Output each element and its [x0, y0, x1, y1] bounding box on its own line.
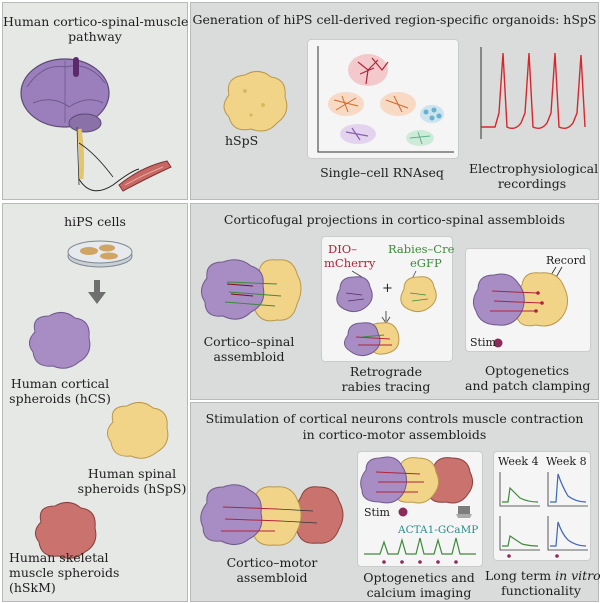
rnaseq-label: Single–cell RNAseq [320, 165, 444, 180]
pathway-title-line2: pathway [68, 29, 122, 44]
opto-label-line2: and patch clamping [465, 378, 591, 393]
cm-assembloid-label-line1: Cortico–motor [226, 555, 318, 570]
rnaseq-card [307, 39, 459, 159]
cortico-motor-assembloid [200, 484, 344, 546]
muscle-icon [118, 160, 172, 192]
gcamp-label: ACTA1-GCaMP [398, 524, 479, 536]
calcium-label-line2: calcium imaging [366, 585, 472, 600]
brain-icon [20, 57, 110, 133]
hips-label: hiPS cells [64, 214, 126, 229]
cm-assembloid-label-line2: assembloid [236, 570, 308, 585]
cs-assembloid-label-line2: assembloid [213, 349, 285, 364]
patch-card: Record Stim [465, 248, 591, 352]
derivation-panel: hiPS cells Human cortical spheroids (hCS… [2, 203, 188, 602]
cs-assembloid-label-line1: Cortico–spinal [203, 334, 295, 349]
dio-label-line2: mCherry [324, 256, 376, 270]
hsps-left-organoid [107, 402, 169, 459]
patch-schematic [472, 266, 568, 348]
longterm-label-pre: Long term [485, 568, 556, 583]
longterm-label-em: in vitro [555, 568, 600, 583]
hsps-left-label-line1: Human spinal [87, 466, 177, 481]
retro-label-line1: Retrograde [349, 364, 423, 379]
cm-title-line1: Stimulation of cortical neurons controls… [205, 411, 584, 426]
corticofugal-title: Corticofugal projections in cortico-spin… [223, 212, 566, 227]
longterm-card: Week 4 Week 8 [493, 451, 591, 561]
longterm-label-line2: functionality [501, 583, 581, 598]
longterm-traces [499, 472, 588, 558]
hsps-label: hSpS [225, 133, 259, 148]
week8-label: Week 8 [546, 455, 587, 468]
corticofugal-panel: Corticofugal projections in cortico-spin… [190, 203, 599, 400]
rabies-label-line2: eGFP [410, 256, 442, 270]
rnaseq-plot [317, 46, 454, 153]
rabies-label-line1: Rabies–Cre [388, 242, 455, 256]
longterm-label-line1: Long term in vitro [485, 568, 600, 583]
hsps-organoid [223, 71, 288, 132]
calcium-label-line1: Optogenetics and [363, 570, 475, 585]
hcs-organoid [29, 312, 91, 369]
hskm-label-line3: (hSkM) [9, 580, 56, 595]
cm-title-line2: in cortico-motor assembloids [302, 427, 487, 442]
dio-label-line1: DIO– [328, 242, 357, 256]
hcs-label-line2: spheroids (hCS) [9, 391, 111, 406]
brain-spinal-muscle-illustration [20, 57, 172, 192]
hskm-label-line1: Human skeletal [9, 550, 109, 565]
stim-label-bottom: Stim [364, 506, 390, 519]
down-arrow-icon [88, 280, 106, 304]
calcium-schematic [360, 456, 476, 564]
hskm-label-line2: muscle spheroids [9, 565, 120, 580]
opto-label-line1: Optogenetics [484, 363, 570, 378]
hskm-organoid [35, 502, 97, 559]
stim-label-middle: Stim [470, 336, 496, 349]
cortico-motor-panel: Stimulation of cortical neurons controls… [190, 402, 600, 602]
hsps-left-label-line2: spheroids (hSpS) [77, 481, 187, 496]
ephys-label-line2: recordings [497, 176, 567, 191]
cortico-spinal-assembloid [201, 259, 302, 322]
pathway-title-line1: Human cortico-spinal-muscle [3, 14, 189, 29]
ephys-label-line1: Electrophysiological [469, 161, 599, 176]
rabies-schematic [336, 270, 437, 357]
plus-sign: + [382, 281, 393, 296]
record-label: Record [546, 254, 586, 267]
spinal-cord-icon [76, 128, 85, 180]
retro-label-line2: rabies tracing [341, 379, 431, 394]
ephys-trace [480, 47, 586, 139]
pathway-panel: Human cortico-spinal-muscle pathway [2, 2, 188, 200]
generation-title: Generation of hiPS cell-derived region-s… [192, 12, 597, 27]
petri-dish-icon [67, 240, 133, 268]
hcs-label-line1: Human cortical [10, 376, 110, 391]
rabies-card: DIO– mCherry Rabies–Cre eGFP + [321, 236, 455, 362]
generation-panel: Generation of hiPS cell-derived region-s… [190, 2, 599, 200]
week4-label: Week 4 [498, 455, 539, 468]
calcium-card: Stim ACTA1-GCaMP [357, 451, 483, 567]
